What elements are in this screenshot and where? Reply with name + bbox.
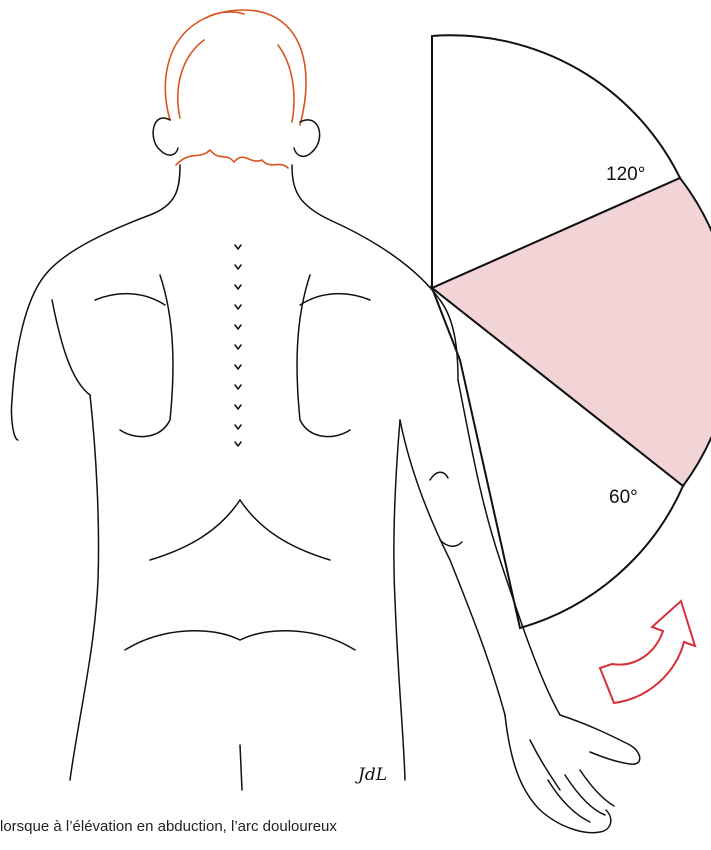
hair [165, 10, 306, 168]
range-of-motion-fan: 120° 60° [432, 35, 711, 628]
angle-label-120: 120° [606, 164, 645, 185]
spine-marks [235, 245, 241, 446]
curved-arrow-icon [600, 601, 695, 703]
torso-outline [11, 165, 458, 780]
artist-signature: JdL [355, 765, 387, 785]
right-ear [294, 120, 320, 156]
left-ear [153, 118, 178, 155]
hand [505, 715, 640, 833]
figure-caption: lorsque à l’élévation en abduction, l’ar… [0, 818, 711, 850]
back-muscles [52, 275, 370, 790]
angle-label-60: 60° [609, 487, 638, 508]
